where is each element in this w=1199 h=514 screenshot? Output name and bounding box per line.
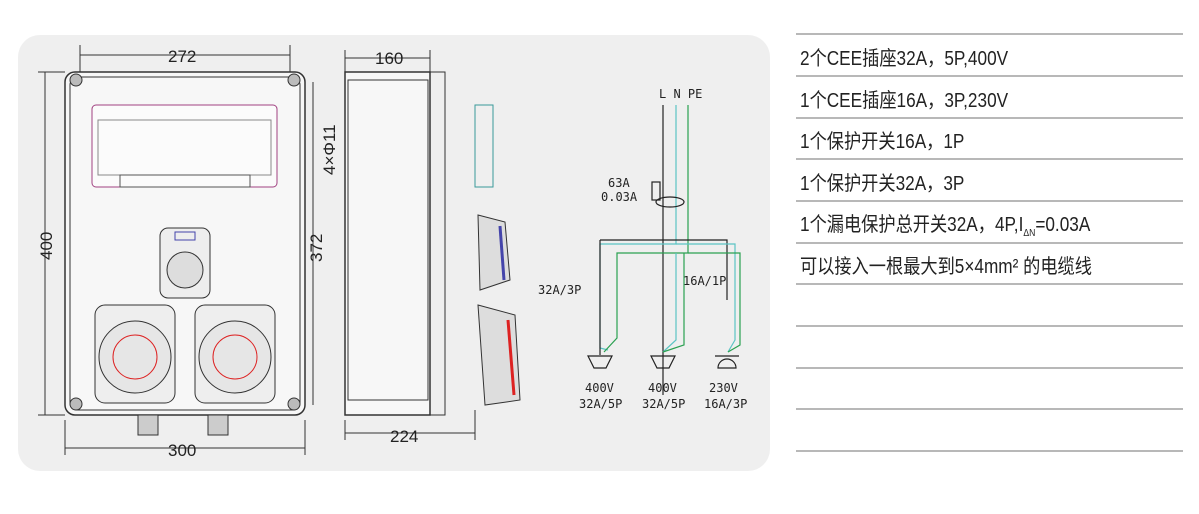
- divider: [796, 117, 1183, 119]
- rcd-sensitivity: 0.03A: [601, 190, 638, 204]
- breaker-right-label: 16A/1P: [683, 274, 726, 288]
- outlet-rating: 32A/5P: [642, 397, 685, 411]
- dim-272: 272: [168, 47, 196, 66]
- outlet-voltage: 230V: [709, 381, 738, 395]
- spec-row: 1个保护开关16A，1P: [800, 131, 965, 153]
- wiring-diagram: [587, 105, 741, 395]
- spec-row: 1个漏电保护总开关32A，4P,IΔN=0.03A: [800, 208, 1090, 239]
- screw-icon: [69, 73, 301, 411]
- dim-160: 160: [375, 49, 403, 68]
- divider: [796, 75, 1183, 77]
- spec-row: 1个CEE插座16A，3P,230V: [800, 90, 1009, 112]
- divider: [796, 450, 1183, 452]
- dim-mounting-holes: 4×Φ11: [320, 124, 339, 175]
- spec-row: 1个保护开关32A，3P: [800, 173, 965, 195]
- divider: [796, 200, 1183, 202]
- dim-300: 300: [168, 441, 196, 460]
- side-view: [344, 50, 521, 440]
- spec-subscript: ΔN: [1023, 228, 1036, 239]
- outlet-symbol: [587, 355, 739, 369]
- divider: [796, 325, 1183, 327]
- breaker-left-label: 32A/3P: [538, 283, 581, 297]
- divider: [796, 367, 1183, 369]
- technical-drawing: 272 300 400 372 160 224 4×Φ11 L N PE 63A…: [37, 45, 747, 460]
- outlet-rating: 32A/5P: [579, 397, 622, 411]
- cable-gland: [207, 414, 229, 436]
- spec-suffix: =0.03A: [1035, 214, 1091, 236]
- divider: [796, 33, 1183, 35]
- outlet-voltage: 400V: [585, 381, 614, 395]
- divider: [796, 242, 1183, 244]
- dim-372: 372: [307, 234, 326, 262]
- spec-text: 1个漏电保护总开关32A，4P,I: [800, 214, 1024, 236]
- outlet-voltage: 400V: [648, 381, 677, 395]
- spec-row: 2个CEE插座32A，5P,400V: [800, 48, 1009, 70]
- divider: [796, 408, 1183, 410]
- outlet-rating: 16A/3P: [704, 397, 747, 411]
- cable-gland: [137, 414, 159, 436]
- spec-row: 可以接入一根最大到5×4mm² 的电缆线: [800, 256, 1092, 278]
- terminals-label: L N PE: [659, 87, 702, 101]
- front-view: [38, 45, 314, 455]
- divider: [796, 283, 1183, 285]
- divider: [796, 158, 1183, 160]
- dim-224: 224: [390, 427, 418, 446]
- dim-400: 400: [37, 232, 56, 260]
- rcd-rating: 63A: [608, 176, 630, 190]
